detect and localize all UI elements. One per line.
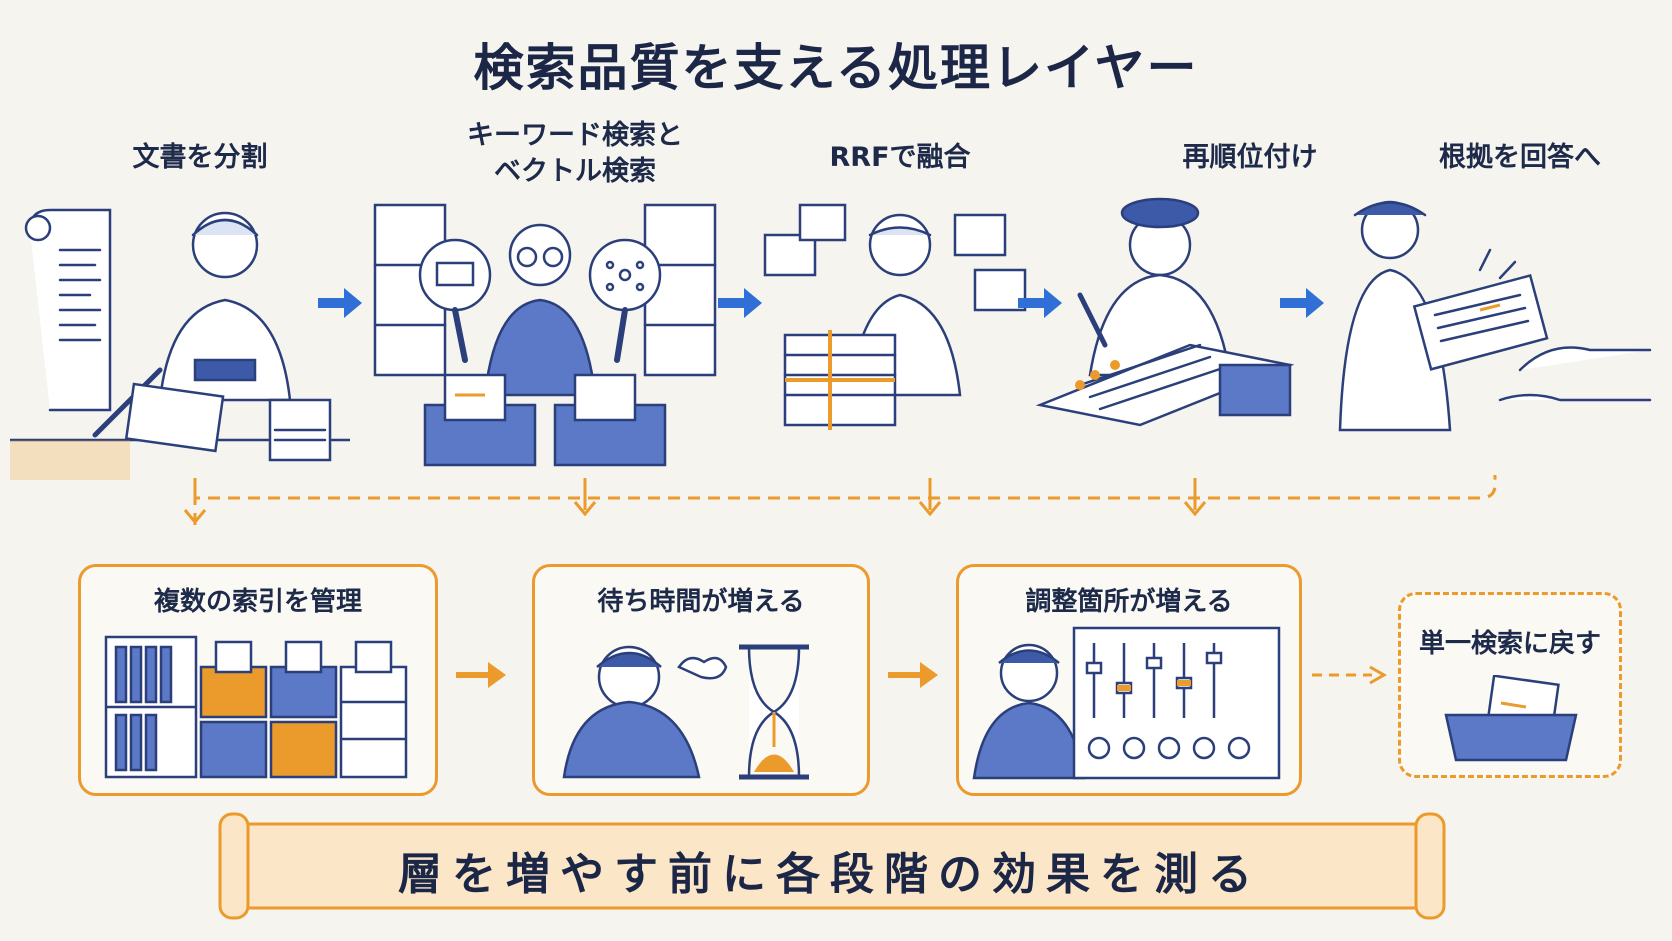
tuning-panel-illustration [972,626,1281,780]
cost-label-tuning: 調整箇所が増える [1025,587,1233,617]
cost-box-tuning: 調整箇所が増える [956,564,1302,796]
search-illustration [373,203,717,467]
step-label-search: キーワード検索と ベクトル検索 [467,120,683,187]
arrow-cost2-to-cost3 [888,662,938,688]
page-title: 検索品質を支える処理レイヤー [473,39,1199,97]
step-label-split: 文書を分割 [132,142,268,173]
arrow-step3-to-step4 [1018,288,1062,318]
banner-message: 層を増やす前に各段階の効果を測る [398,849,1262,900]
cost-box-single-search: 単一検索に戻す [1398,592,1622,778]
answer-illustration [1338,200,1652,432]
cost-box-latency: 待ち時間が増える [532,564,870,796]
step-label-rrf: RRFで融合 [829,142,971,173]
file-cabinets-illustration [104,635,408,779]
split-document-illustration [10,208,350,480]
step-label-answer: 根拠を回答へ [1439,142,1601,173]
waiting-illustration [562,644,809,780]
step-label-rerank: 再順位付け [1182,142,1318,173]
rrf-fusion-illustration [763,203,1027,430]
arrow-step1-to-step2 [318,288,362,318]
cost-label-indexes: 複数の索引を管理 [153,587,362,617]
arrow-step4-to-step5 [1280,288,1324,318]
rerank-illustration [1035,197,1295,427]
single-box-illustration [1444,675,1578,762]
cost-label-latency: 待ち時間が増える [597,587,805,617]
arrow-cost1-to-cost2 [456,662,506,688]
arrow-step2-to-step3 [718,288,762,318]
arrow-cost3-to-cost4 [1312,665,1388,685]
cost-box-indexes: 複数の索引を管理 [78,564,438,796]
cost-label-single-search: 単一検索に戻す [1418,629,1601,659]
banner-scroll [218,812,1446,920]
dashed-connector [183,475,1497,525]
